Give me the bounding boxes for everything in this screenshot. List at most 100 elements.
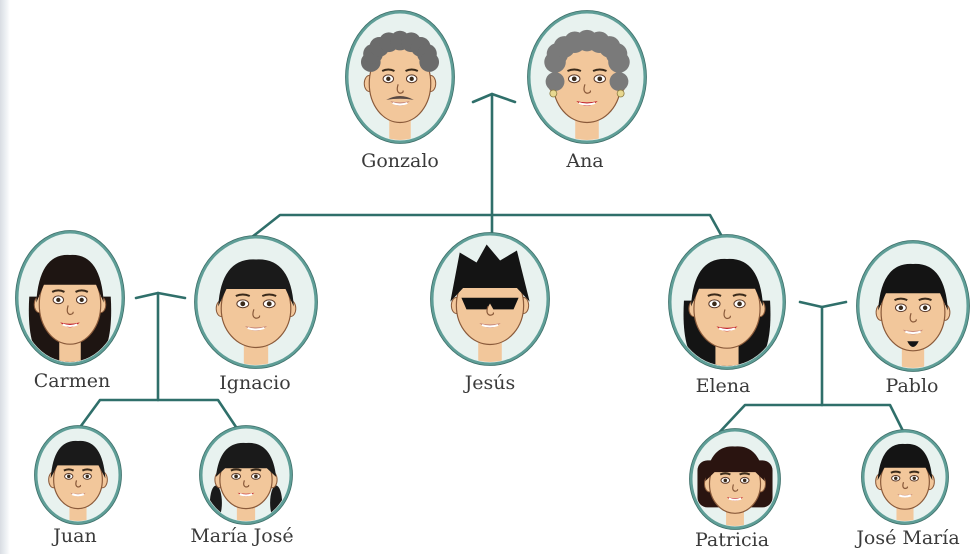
nose [66,305,74,316]
teeth [578,102,596,106]
name-label-ana: Ana [566,150,604,172]
nose [902,481,909,490]
eyebrow [894,297,908,302]
hair-top [878,263,948,311]
portrait-ring-ana [527,10,647,144]
pupil [56,297,61,302]
nose [732,484,739,492]
eyebrow [235,293,251,297]
portrait-carmen [15,230,125,366]
portrait-elena [668,234,786,370]
pupil [742,478,747,483]
hair-top [50,440,106,479]
portrait-ring-outer-elena [668,234,786,370]
pupil [240,301,246,307]
goatee [907,341,919,347]
name-label-elena: Elena [695,375,751,397]
portrait-ring-outer-juan [34,425,122,525]
portrait-ring-patricia [689,428,781,530]
pupil [597,76,603,82]
nose [75,480,82,488]
pupil [922,305,928,311]
pupil [712,301,717,307]
name-label-pablo: Pablo [885,375,939,397]
portrait-ring-outer-carmen [15,230,125,366]
pupil [85,474,89,479]
portrait-ring-outer-maria-jose [199,425,293,525]
pupil [894,476,898,480]
teeth [247,327,265,331]
pupil [79,297,84,302]
portrait-ring-outer-jesus [430,232,550,366]
nose [583,84,592,94]
teeth [728,497,742,501]
portrait-ring-outer-patricia [689,428,781,530]
pupil [737,301,742,307]
portrait-pablo [856,240,970,372]
nose [396,84,404,94]
eyebrow [732,293,747,297]
pupil [409,76,414,81]
eyebrow [230,468,242,472]
page-edge-shadow [0,0,10,554]
portrait-gonzalo [345,10,455,144]
portrait-ring-outer-jose-maria [861,429,949,525]
name-label-jose-maria: José María [856,527,960,549]
earring-left [549,89,558,98]
eyebrow [707,293,722,297]
name-label-patricia: Patricia [694,529,770,551]
pupil [386,76,391,81]
hair-curl [419,52,440,72]
hair-curl [609,72,629,91]
name-label-maria-jose: María José [190,525,294,547]
teeth [898,494,912,498]
portrait-ana [527,10,647,144]
portrait-ring-jesus [430,232,550,366]
portrait-jose-maria [861,429,949,525]
name-label-jesus: Jesús [464,372,516,394]
mustache [386,95,414,100]
pupil [898,305,904,311]
couple-bracket-gonzalo-ana [471,92,517,104]
portrait-ring-jose-maria [861,429,949,525]
eyebrow [890,470,902,474]
pupil [234,474,238,479]
nose [723,309,731,320]
eyebrow [567,68,582,72]
portraits [15,10,970,530]
teeth [481,324,499,328]
eyebrow [261,293,277,297]
name-label-carmen: Carmen [33,370,111,392]
portrait-ignacio [194,235,318,369]
portrait-ring-outer-ignacio [194,235,318,369]
portrait-ring-juan [34,425,122,525]
pupil [723,478,728,483]
hair-top [218,259,294,307]
earring-right [616,89,625,98]
eyebrow [63,468,75,472]
portrait-ring-carmen [15,230,125,366]
spiky-hair [450,244,530,302]
pupil [912,476,916,480]
pupil [571,76,577,82]
hair-bangs [705,446,765,481]
hair-bangs [215,442,277,477]
teeth [904,330,922,335]
portrait-ring-pablo [856,240,970,372]
eyebrow [81,468,93,472]
portrait-patricia [689,428,781,530]
portrait-ring-gonzalo [345,10,455,144]
eyebrow [405,68,419,72]
teeth [71,493,85,497]
name-label-juan: Juan [53,525,97,547]
nose [243,480,250,488]
hair-top [36,254,104,303]
eyebrow [739,472,751,476]
hair-curl [545,72,565,91]
nose [486,306,495,316]
teeth [392,102,408,106]
portrait-juan [34,425,122,525]
children-bar-elena-pablo [713,403,907,439]
portrait-ring-ignacio [194,235,318,369]
